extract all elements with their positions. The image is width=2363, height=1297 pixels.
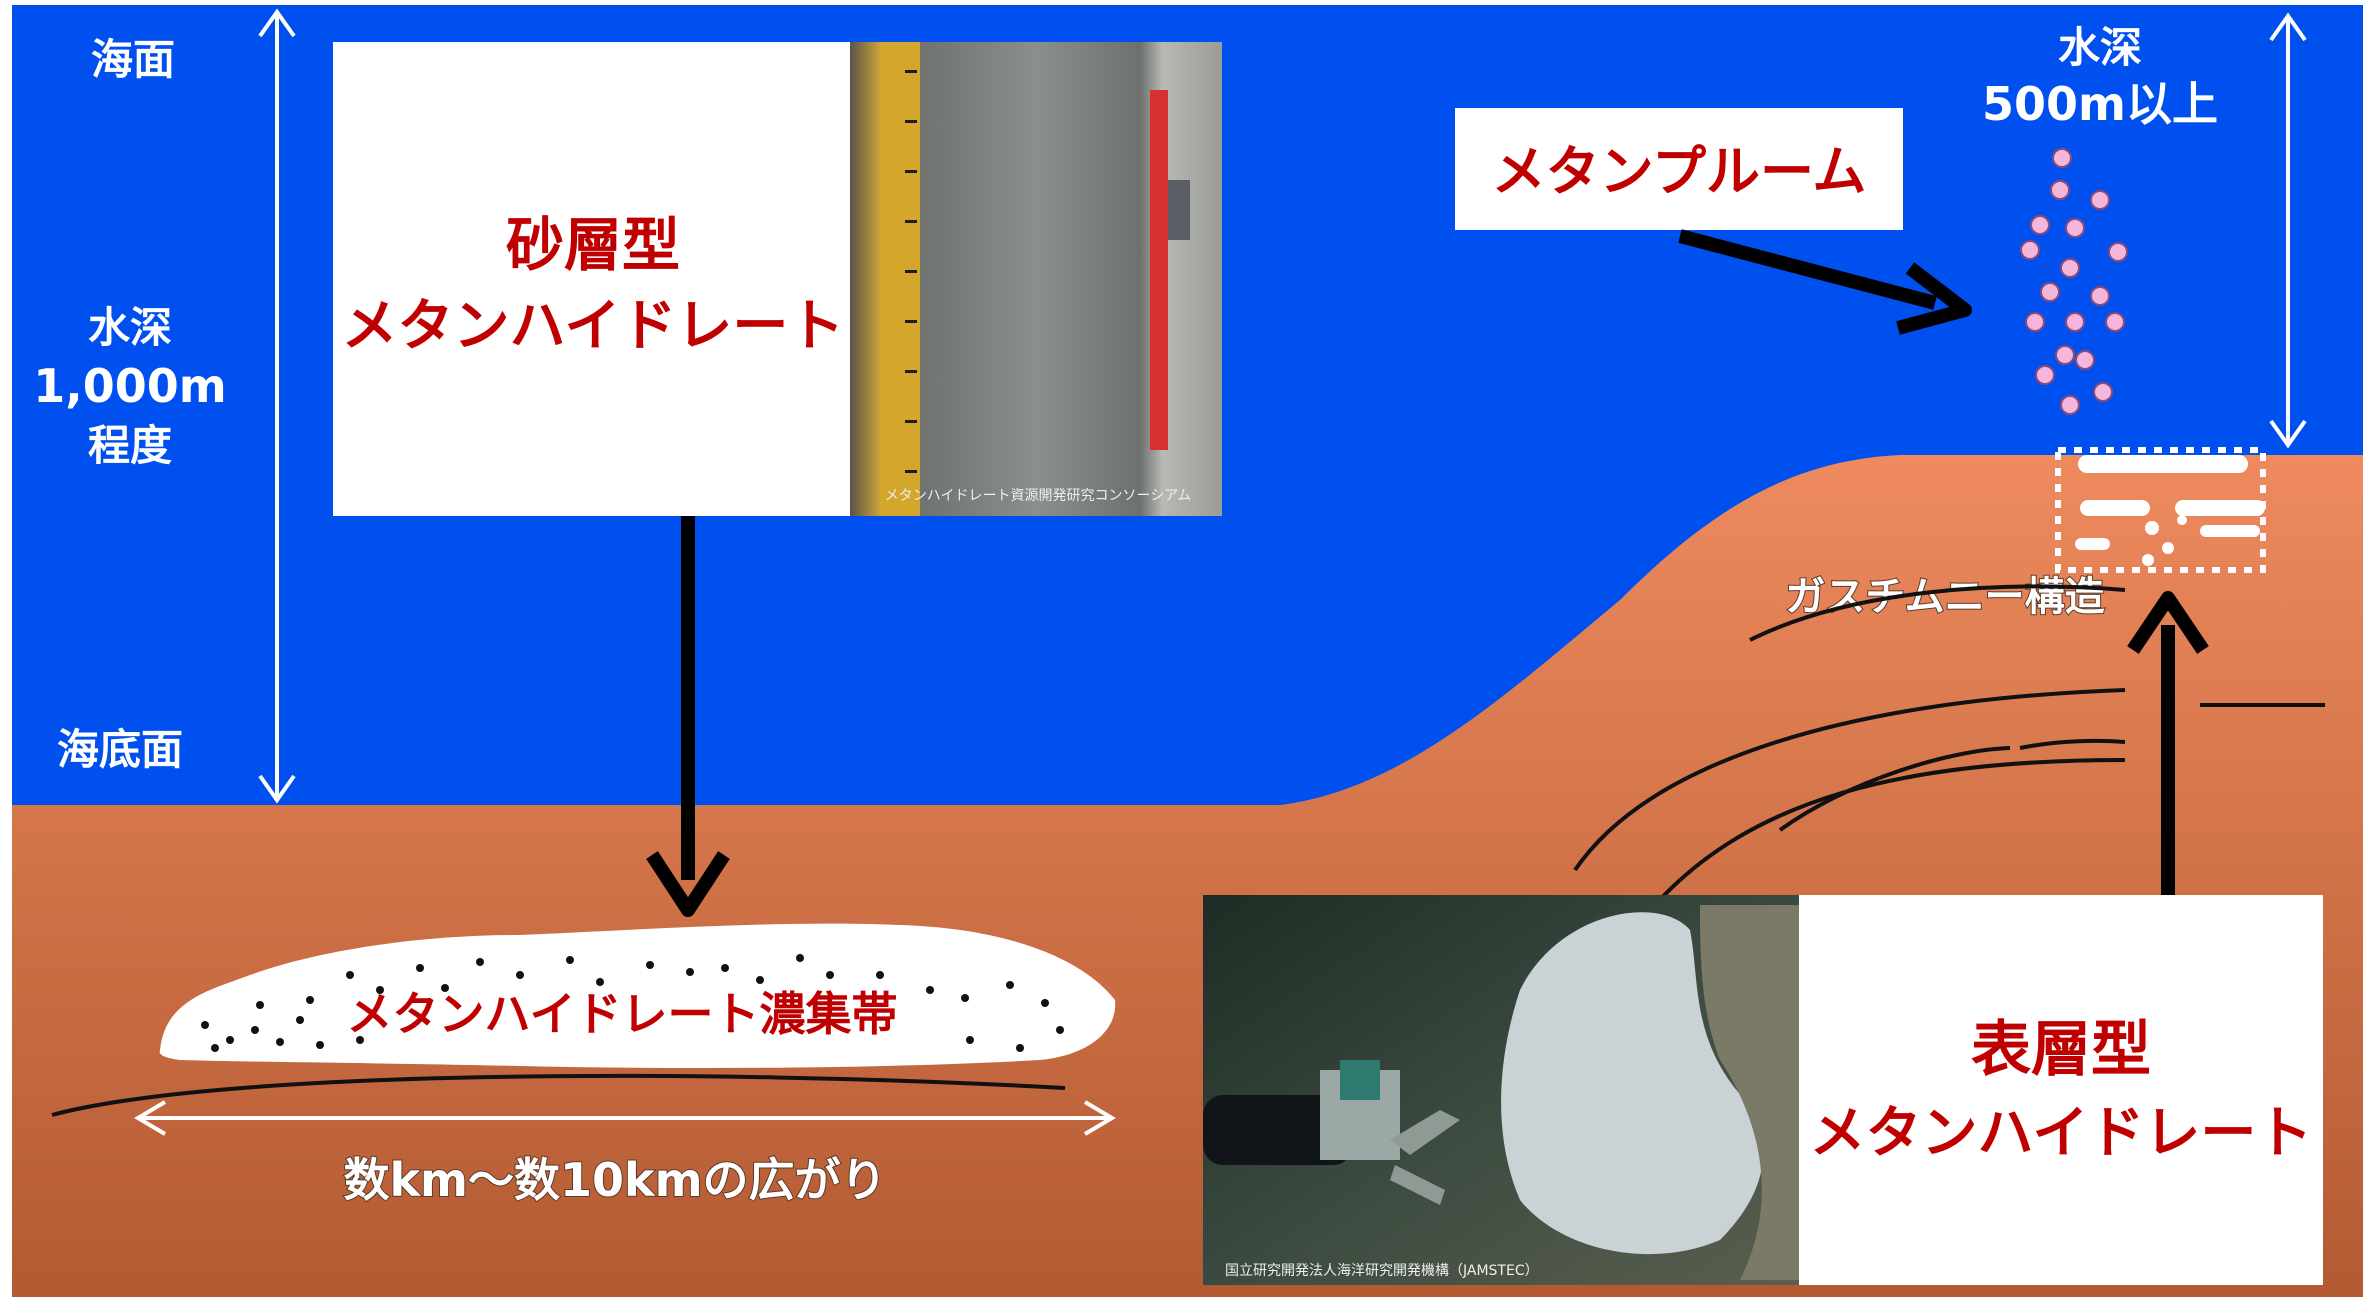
extent-label: 数km～数10kmの広がり [343, 1153, 886, 1207]
surface-type-title-line1: 表層型 [1971, 1015, 2151, 1085]
sand-type-box [333, 42, 853, 516]
plume-pointer-shaft [1678, 229, 1937, 310]
bedding-line-left [51, 1073, 1066, 1117]
sediment-core-photo: メタンハイドレート資源開発研究コンソーシアム [850, 42, 1222, 516]
sea-surface-label: 海面 [91, 35, 175, 84]
surface-type-title-line2: メタンハイドレート [1810, 1101, 2313, 1166]
left-depth-arrowhead-bottom [258, 774, 296, 804]
sediment-layer-lines [1573, 584, 2325, 907]
seafloor-hydrate-photo: 国立研究開発法人海洋研究開発機構（JAMSTEC） [1203, 895, 1799, 1285]
left-depth-arrowhead-top [258, 8, 296, 38]
right-depth-arrowhead-top [2269, 12, 2307, 42]
gas-chimney-structure [2055, 447, 2266, 573]
methane-bubbles [2020, 148, 2128, 415]
depth-left-line3: 程度 [88, 421, 172, 470]
concentration-zone-dots [201, 954, 1064, 1052]
methane-plume-box [1455, 108, 1903, 230]
extent-arrowhead-right [1083, 1100, 1116, 1136]
depth-left-line1: 水深 [88, 303, 172, 352]
methane-plume-label: メタンプルーム [1492, 140, 1867, 203]
core-photo-credit: メタンハイドレート資源開発研究コンソーシアム [885, 488, 1191, 504]
depth-left-line2: 1,000m [33, 359, 226, 413]
seafloor-photo-credit: 国立研究開発法人海洋研究開発機構（JAMSTEC） [1225, 1263, 1539, 1279]
surface-up-arrowhead [2127, 591, 2209, 654]
gas-chimney-label: ガスチムニー構造 [1785, 574, 2104, 620]
depth-right-line1: 水深 [2058, 23, 2142, 72]
seafloor-label: 海底面 [57, 725, 183, 774]
surface-type-box [1799, 895, 2323, 1285]
extent-arrowhead-left [134, 1100, 167, 1136]
sand-down-arrowhead [646, 851, 730, 917]
concentration-zone-label: メタンハイドレート濃集帯 [346, 987, 897, 1041]
sand-type-title-line2: メタンハイドレート [342, 294, 845, 359]
sand-type-title-line1: 砂層型 [506, 211, 680, 279]
right-depth-arrowhead-bottom [2269, 419, 2307, 449]
plume-pointer-head [1896, 262, 1972, 335]
concentration-zone-shape [159, 923, 1116, 1068]
depth-right-line2: 500m以上 [1982, 77, 2218, 131]
